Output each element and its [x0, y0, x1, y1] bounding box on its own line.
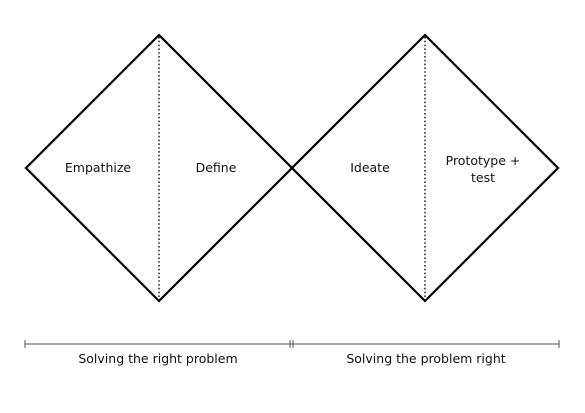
span-label-problem-right: Solving the problem right — [346, 351, 505, 366]
diamond-left — [24, 33, 294, 303]
phase-label-prototype: Prototype + — [446, 153, 521, 168]
phase-label-define: Define — [196, 160, 237, 175]
phase-label-test: test — [471, 170, 495, 185]
span-label-right-problem: Solving the right problem — [78, 351, 237, 366]
diamond-right — [290, 33, 560, 303]
phase-label-empathize: Empathize — [65, 160, 132, 175]
phase-label-ideate: Ideate — [350, 160, 390, 175]
